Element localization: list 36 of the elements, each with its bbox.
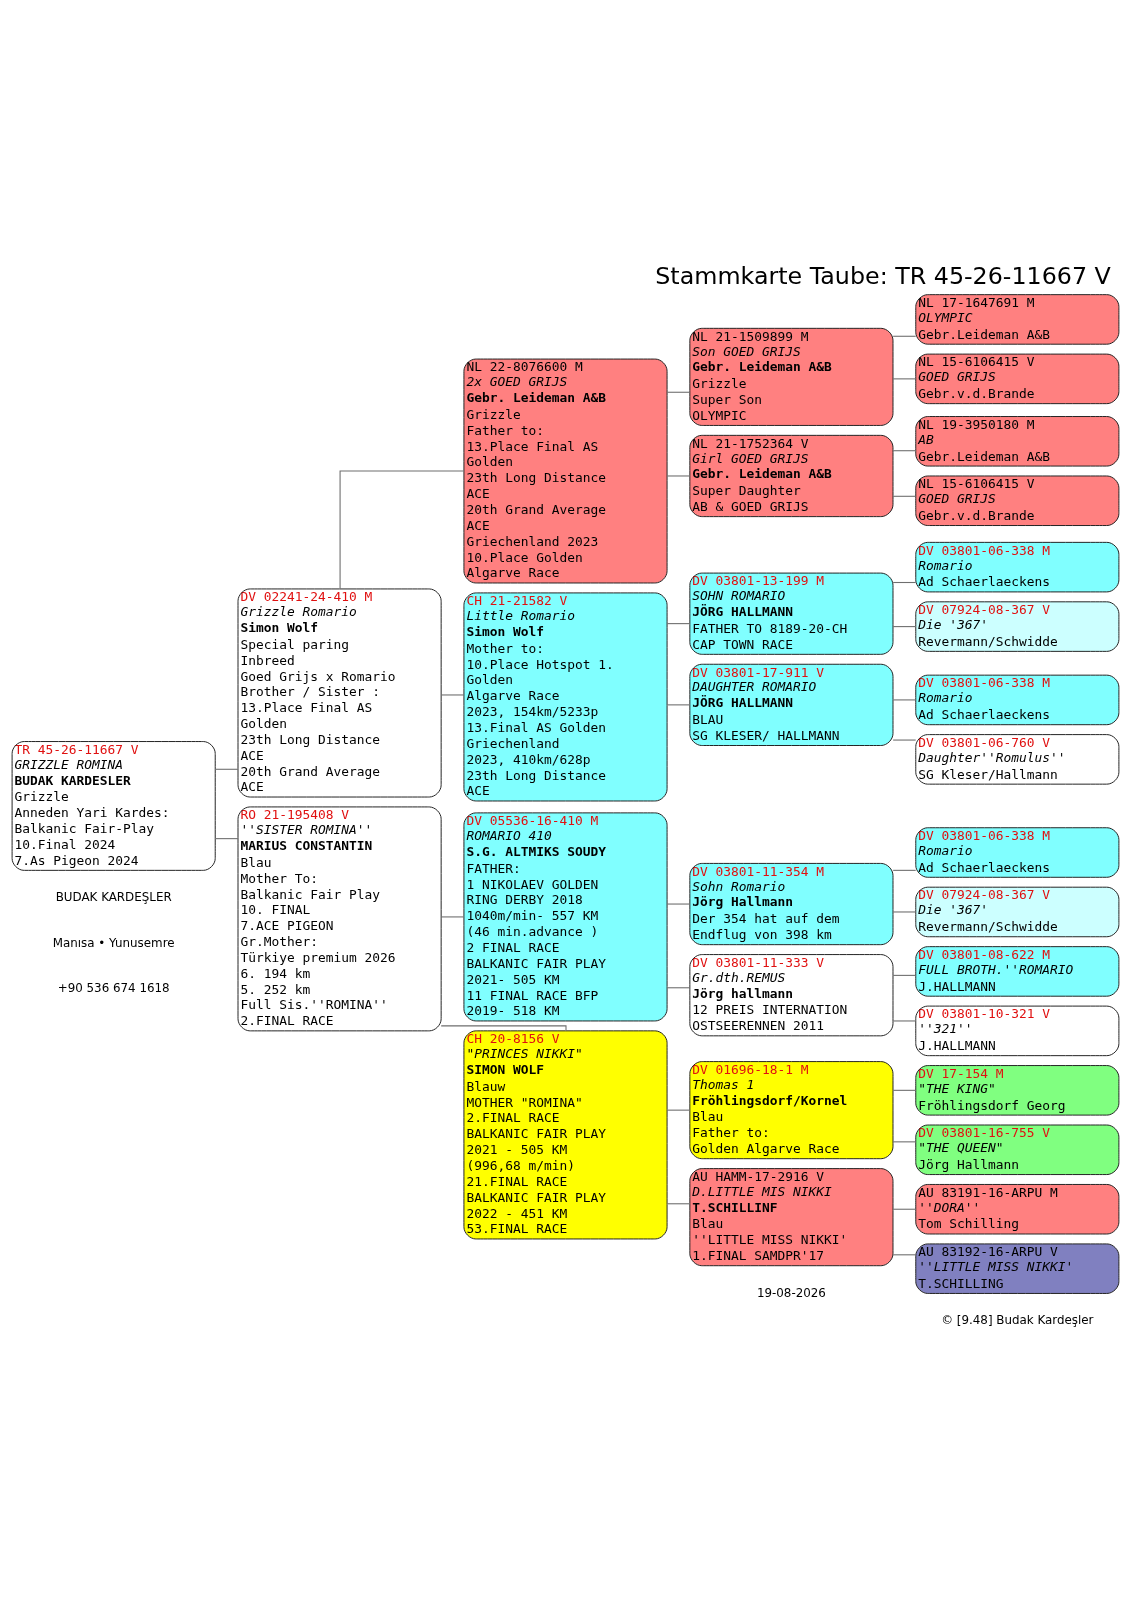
connector [440,916,465,918]
label: BUDAK KARDEŞLER [55,890,172,905]
connector [892,869,917,871]
label: Manısa • Yunusemre [52,935,175,950]
connector [892,450,917,452]
connector [339,470,465,590]
connector [892,911,917,913]
connector [666,704,691,706]
connector [892,699,917,701]
connector [892,335,917,337]
connector [892,1208,917,1210]
connector [892,1254,917,1256]
connector [214,768,239,770]
connector [892,974,917,976]
connector [892,739,917,741]
connector [666,623,691,625]
connector [666,1203,691,1205]
connector [892,1089,917,1091]
connector [892,495,917,497]
connector [666,391,691,393]
connector [666,1109,691,1111]
connector [892,626,917,628]
label: +90 536 674 1618 [57,981,170,996]
connector [214,838,239,840]
connector [892,1020,917,1022]
connector [440,694,465,696]
connector [666,903,691,905]
connector [892,581,917,584]
connector [666,475,691,477]
label: 19-08-2026 [756,1285,826,1300]
connector [440,1025,567,1032]
connector [892,378,917,380]
connector [666,987,691,989]
connector [892,1141,917,1143]
label: © [9.48] Budak Kardeşler [941,1313,1094,1328]
diagram-title: Stammkarte Taube: TR 45-26-11667 V [655,261,1111,290]
